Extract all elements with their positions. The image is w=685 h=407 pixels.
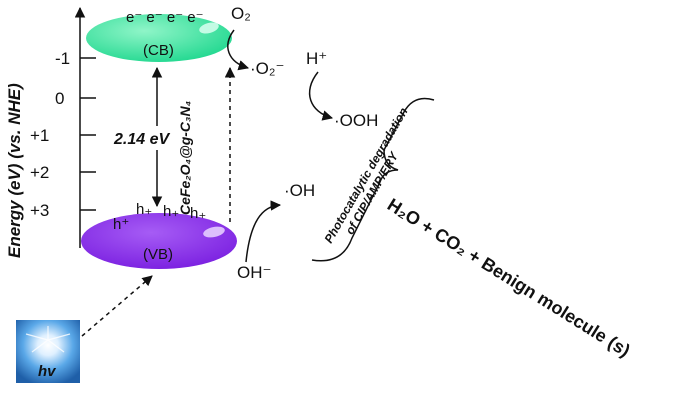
vb-hole-3: h₊ <box>163 203 179 220</box>
cb-electrons: e⁻ e⁻ e⁻ e⁻ <box>126 9 204 26</box>
hydroxyl-radical-label: ·OH <box>284 181 315 200</box>
oxidation-pathway: OH⁻ ·OH <box>237 181 315 282</box>
hydroxide-to-radical-arrow <box>245 200 282 263</box>
tick-label-0: 0 <box>55 89 64 108</box>
hydroperoxyl-label: ·OOH <box>334 111 378 130</box>
tick-label-plus3: +3 <box>30 201 49 220</box>
vb-label: (VB) <box>143 246 173 263</box>
products-label: H₂O + CO₂ + Benign molecule (s) <box>384 194 634 360</box>
valence-band: (VB) h⁺ h₊ h₊ h₊ <box>81 201 237 269</box>
vb-hole-4: h₊ <box>190 205 206 222</box>
material-label: CeFe₂O₄@g-C₃N₄ <box>177 101 193 215</box>
light-dashed-arrow <box>81 275 153 337</box>
vb-hole-1: h⁺ <box>113 216 129 233</box>
cb-label: (CB) <box>143 42 174 59</box>
proton-label: H⁺ <box>306 49 327 68</box>
reduction-pathway: O₂ ·O₂⁻ H⁺ ·OOH <box>227 4 378 130</box>
superoxide-to-ooh-arrow <box>308 71 334 121</box>
curly-brace <box>311 97 435 262</box>
conduction-band: e⁻ e⁻ e⁻ e⁻ (CB) <box>86 9 232 62</box>
vb-hole-2: h₊ <box>136 201 152 218</box>
light-source: hv <box>16 320 80 383</box>
tick-label-minus1: -1 <box>55 49 70 68</box>
tick-label-plus1: +1 <box>30 126 49 145</box>
superoxide-label: ·O₂⁻ <box>250 59 284 78</box>
hydroxide-label: OH⁻ <box>237 263 271 282</box>
energy-axis: -1 0 +1 +2 +3 Energy (eV) (vs. NHE) <box>5 6 96 258</box>
tick-label-plus2: +2 <box>30 163 49 182</box>
o2-label: O₂ <box>231 4 251 23</box>
bandgap-label: 2.14 eV <box>113 131 170 148</box>
o2-to-superoxide-arrow <box>227 29 250 71</box>
energy-axis-label: Energy (eV) (vs. NHE) <box>5 83 24 258</box>
light-label: hv <box>38 363 57 380</box>
bandgap-arrow: 2.14 eV <box>111 66 179 208</box>
